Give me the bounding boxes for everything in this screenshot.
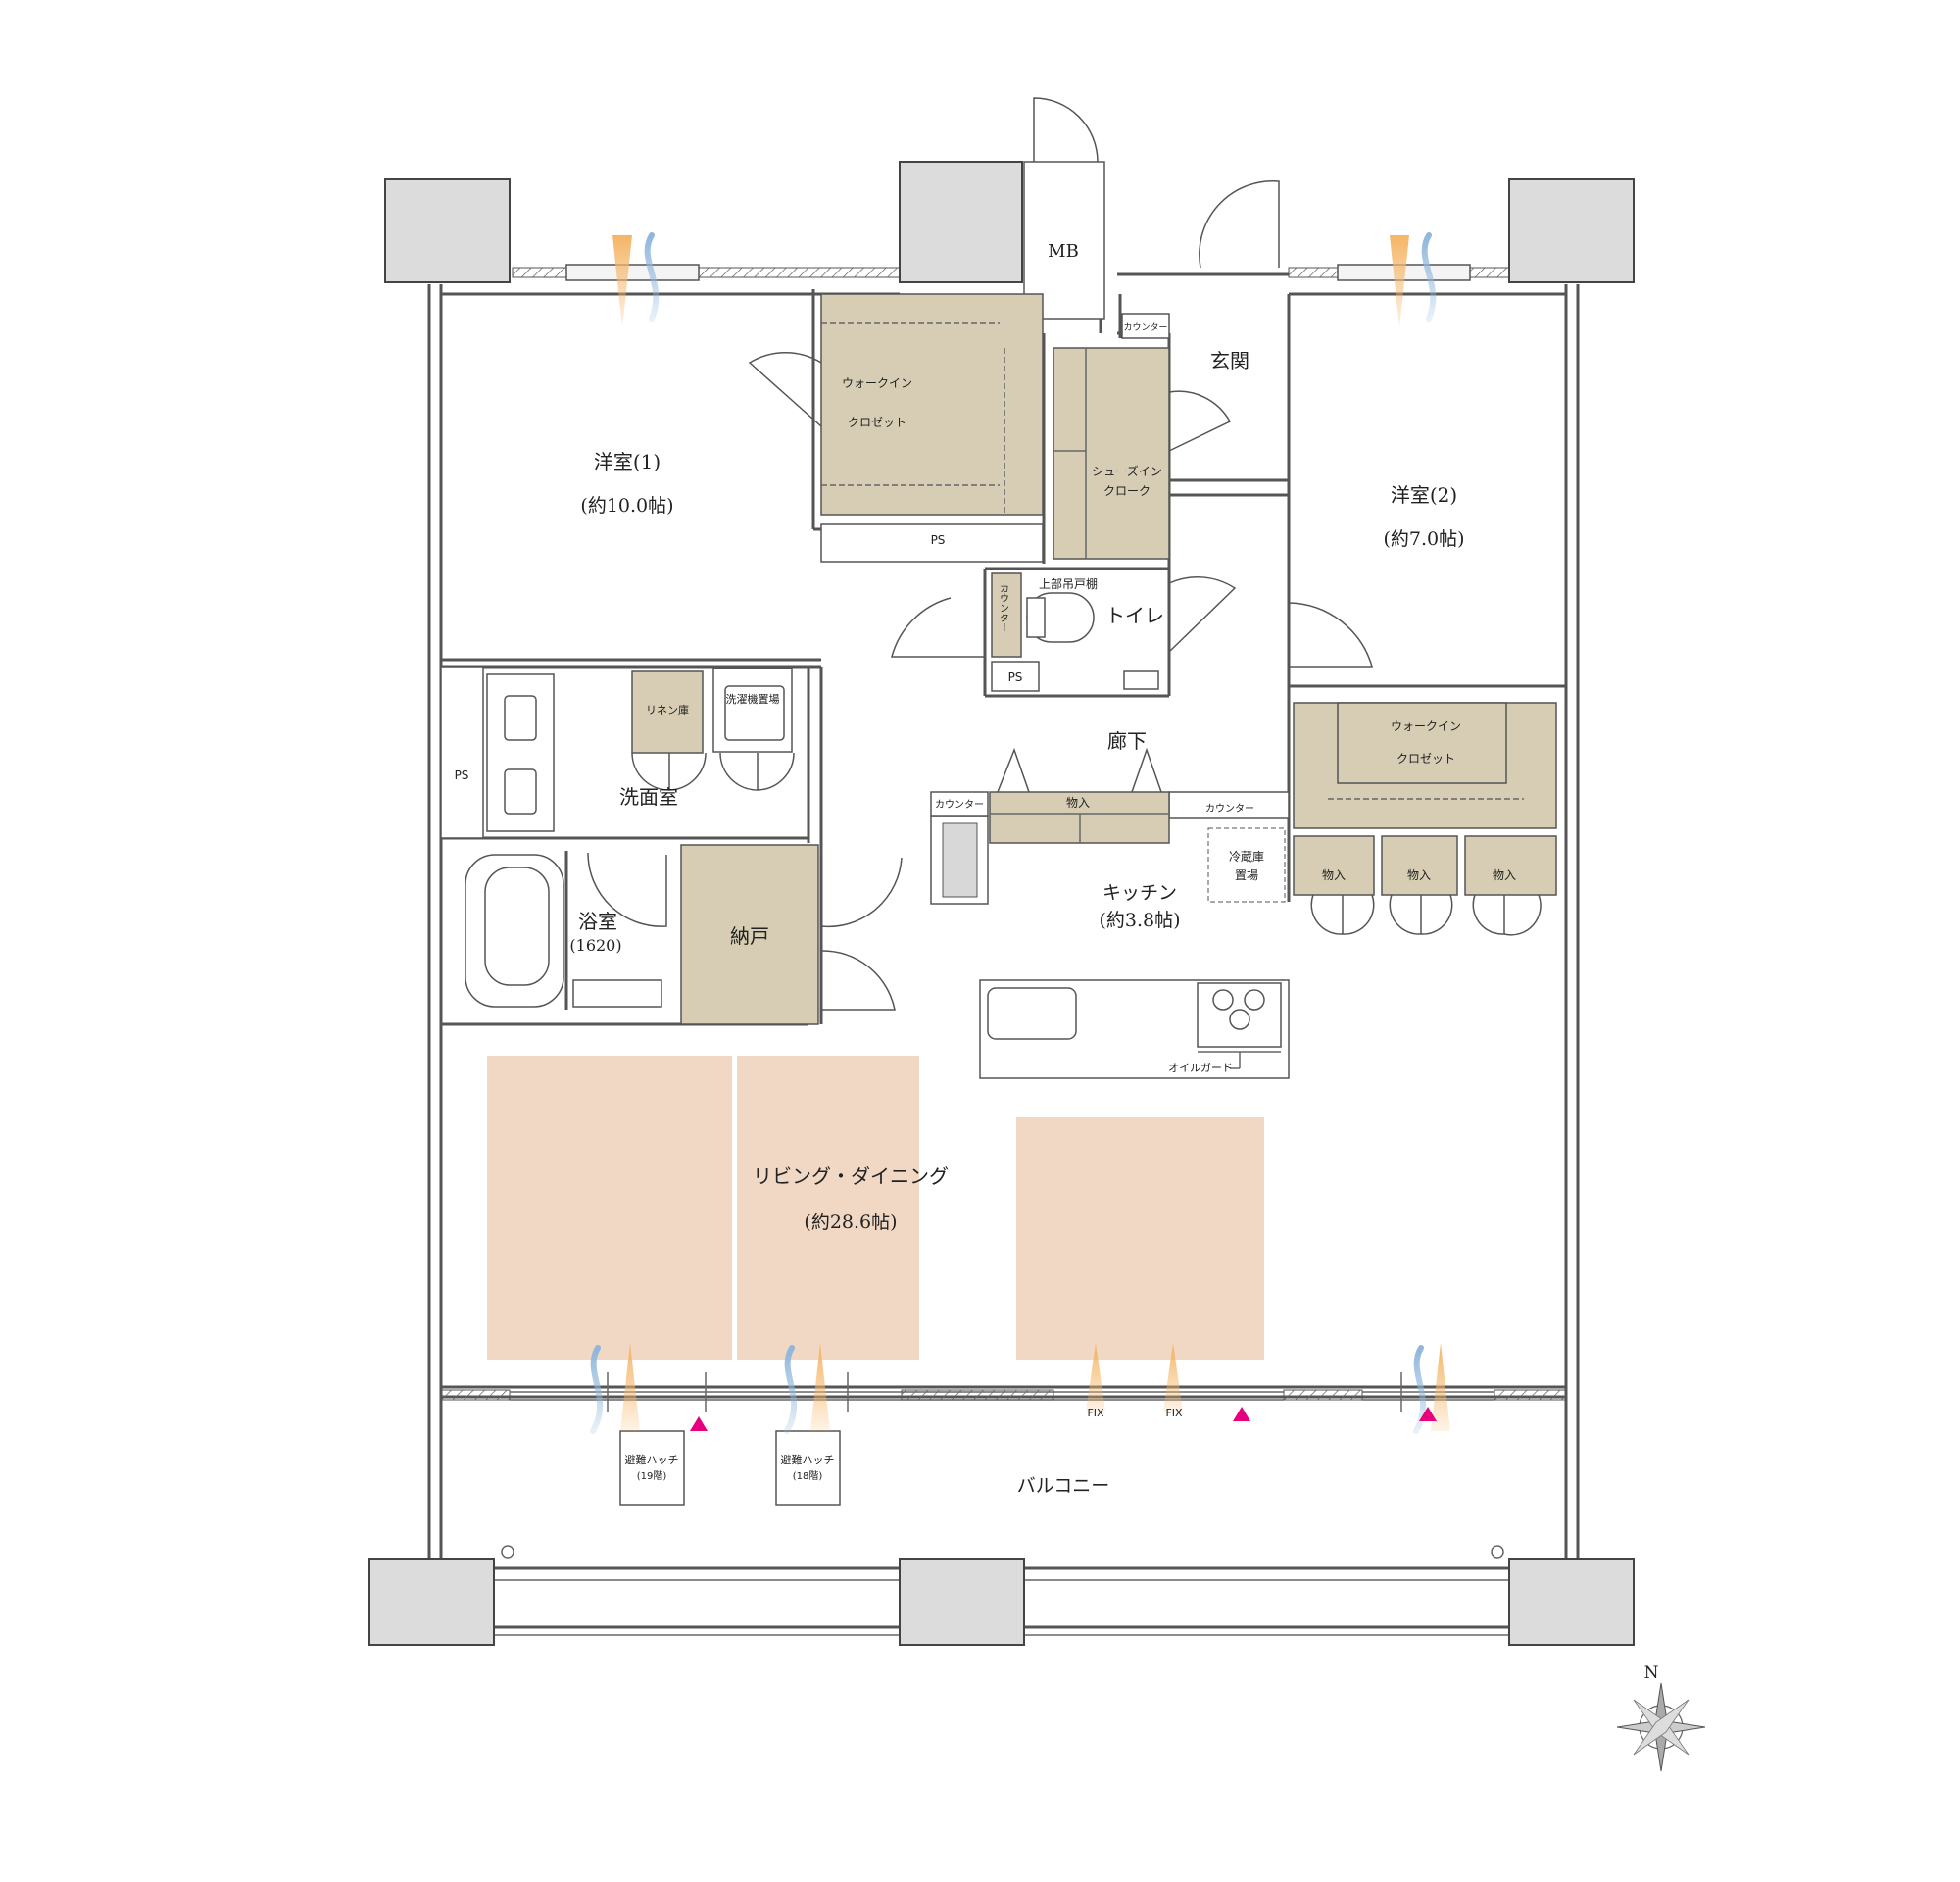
storage-right-1	[1293, 835, 1375, 896]
drain-right	[1491, 1545, 1504, 1559]
storage-label-hallway: 物入	[1066, 796, 1090, 810]
top-window-left-3	[698, 267, 901, 278]
escape-hatch-19	[619, 1430, 685, 1506]
upper-cabinet-label: 上部吊戸棚	[1039, 576, 1098, 591]
markers	[690, 1407, 1437, 1431]
north-label: N	[1644, 1663, 1659, 1683]
pillar-bottom-center	[899, 1558, 1025, 1646]
light-arrows	[612, 235, 1450, 1431]
walkin-1-line2: クロゼット	[848, 416, 906, 429]
fridge-line1: 冷蔵庫	[1229, 850, 1264, 864]
top-window-right-1	[1288, 267, 1339, 278]
toilet-label: トイレ	[1105, 604, 1164, 627]
counter-label-right: カウンター	[1205, 803, 1254, 815]
walkin-2-line2: クロゼット	[1396, 752, 1455, 766]
pillar-top-right	[1508, 178, 1635, 283]
top-window-left-2	[565, 264, 700, 281]
entrance-label: 玄関	[1210, 349, 1250, 372]
walkin-closet-1	[820, 293, 1044, 516]
kitchen-size: (約3.8帖)	[1099, 910, 1180, 931]
mb-label: MB	[1048, 241, 1079, 262]
mb-box	[1023, 161, 1105, 320]
vanity-bowl-2	[504, 768, 537, 815]
ps-box-washroom	[440, 666, 484, 839]
storage-label-right-2: 物入	[1407, 868, 1431, 882]
living-floor-area-3	[1016, 1117, 1264, 1360]
washroom-label: 洗面室	[619, 785, 678, 809]
toilet-sink	[1123, 670, 1159, 690]
western-room-1-name: 洋室(1)	[594, 450, 661, 473]
pillar-top-center	[899, 161, 1023, 283]
fridge-space-kitchen	[1207, 827, 1286, 903]
living-name: リビング・ダイニング	[753, 1164, 949, 1188]
pillar-bottom-right	[1508, 1558, 1635, 1646]
living-size: (約28.6帖)	[804, 1212, 897, 1233]
walkin-1-line1: ウォークイン	[842, 376, 912, 390]
counter-label-left: カウンター	[935, 799, 984, 811]
top-window-right-3	[1469, 267, 1510, 278]
balcony-label: バルコニー	[1017, 1475, 1110, 1497]
ps-label-top: PS	[931, 533, 946, 547]
bathroom-label: 浴室	[578, 910, 617, 933]
ps-label-washroom: PS	[455, 768, 469, 782]
living-floor-area-1	[487, 1056, 732, 1360]
linen-closet	[631, 670, 704, 754]
ps-box-toilet	[991, 661, 1040, 692]
storage-label-right-3: 物入	[1493, 868, 1516, 882]
fridge-line2: 置場	[1235, 868, 1258, 882]
kitchen-name: キッチン	[1102, 882, 1177, 904]
washer-inner	[724, 685, 785, 741]
counter-label-vertical: カウンター	[998, 583, 1009, 632]
linen-label: リネン庫	[646, 703, 689, 717]
pillar-top-left	[384, 178, 511, 283]
top-window-left-1	[512, 267, 567, 278]
bath-size-label: (1620)	[569, 936, 621, 955]
toilet-tank	[1026, 597, 1046, 638]
kitchen-sink	[987, 987, 1077, 1040]
compass-icon	[1616, 1682, 1706, 1772]
western-room-1-size: (約10.0帖)	[580, 495, 673, 517]
western-room-2-size: (約7.0帖)	[1383, 528, 1464, 550]
shoes-in-cloak	[1053, 347, 1170, 560]
burner-1	[1212, 989, 1234, 1011]
oil-guard-label: オイルガード	[1168, 1062, 1233, 1074]
vanity-bowl-1	[504, 695, 537, 741]
living-floor-area-2	[737, 1056, 919, 1360]
storeroom-label: 納戸	[730, 924, 769, 948]
walkin-2-line1: ウォークイン	[1391, 719, 1461, 733]
hatch-19-floor: (19階)	[637, 1470, 667, 1482]
hatch-19-label: 避難ハッチ	[625, 1453, 679, 1466]
storeroom-box	[680, 844, 819, 1025]
ps-box-top	[820, 523, 1044, 563]
ps-label-toilet: PS	[1008, 670, 1023, 684]
counter-box-entrance	[1121, 313, 1170, 339]
drain-left	[501, 1545, 514, 1559]
counter-label-entrance: カウンター	[1123, 322, 1167, 333]
pillar-bottom-left	[368, 1558, 495, 1646]
storage-right-3	[1464, 835, 1557, 896]
burner-2	[1244, 989, 1265, 1011]
fix-label-2: FIX	[1165, 1407, 1183, 1419]
hatch-18-floor: (18階)	[793, 1470, 823, 1482]
western-room-2-name: 洋室(2)	[1391, 483, 1457, 507]
fix-label-1: FIX	[1087, 1407, 1104, 1419]
escape-hatch-18	[775, 1430, 841, 1506]
washer-label: 洗濯機置場	[726, 692, 780, 706]
hallway-label: 廊下	[1107, 729, 1147, 753]
bath-counter	[572, 979, 662, 1008]
hatch-18-label: 避難ハッチ	[781, 1453, 835, 1466]
counter-box-left	[930, 791, 989, 817]
living-windows	[440, 1372, 1567, 1412]
storage-label-right-1: 物入	[1322, 868, 1346, 882]
burner-3	[1229, 1009, 1250, 1030]
shoes-line2: クローク	[1103, 484, 1151, 498]
storage-right-2	[1381, 835, 1458, 896]
bathtub-inner	[484, 867, 550, 986]
shoes-line1: シューズイン	[1092, 464, 1161, 478]
fridge-inner	[942, 822, 978, 898]
counter-vertical-box	[991, 572, 1022, 658]
